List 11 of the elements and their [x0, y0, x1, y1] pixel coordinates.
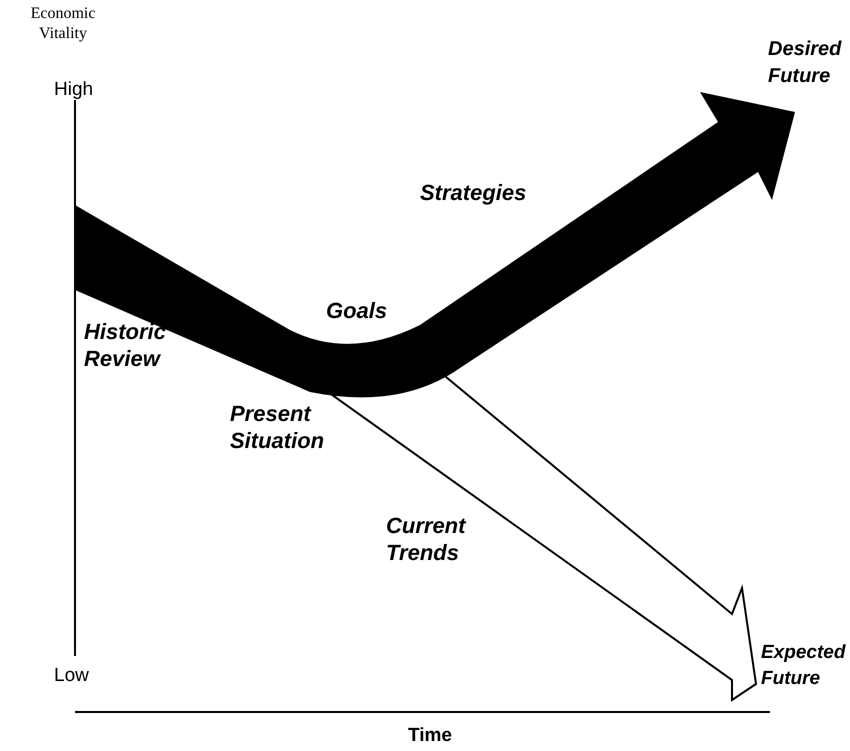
- axis-or-stage-label: Desired Future: [768, 37, 843, 89]
- axis-or-stage-label: Expected Future: [761, 641, 847, 691]
- axis-or-stage-label: Goals: [326, 297, 388, 325]
- axis-or-stage-label: High: [54, 78, 94, 102]
- axis-or-stage-label: Current Trends: [386, 512, 468, 566]
- axis-or-stage-label: Low: [54, 664, 90, 688]
- axis-or-stage-label: Economic Vitality: [30, 4, 96, 44]
- axis-or-stage-label: Historic Review: [84, 318, 167, 372]
- axis-or-stage-label: Present Situation: [230, 400, 326, 454]
- axis-or-stage-label: Time: [406, 724, 453, 748]
- axis-or-stage-label: Strategies: [420, 179, 528, 207]
